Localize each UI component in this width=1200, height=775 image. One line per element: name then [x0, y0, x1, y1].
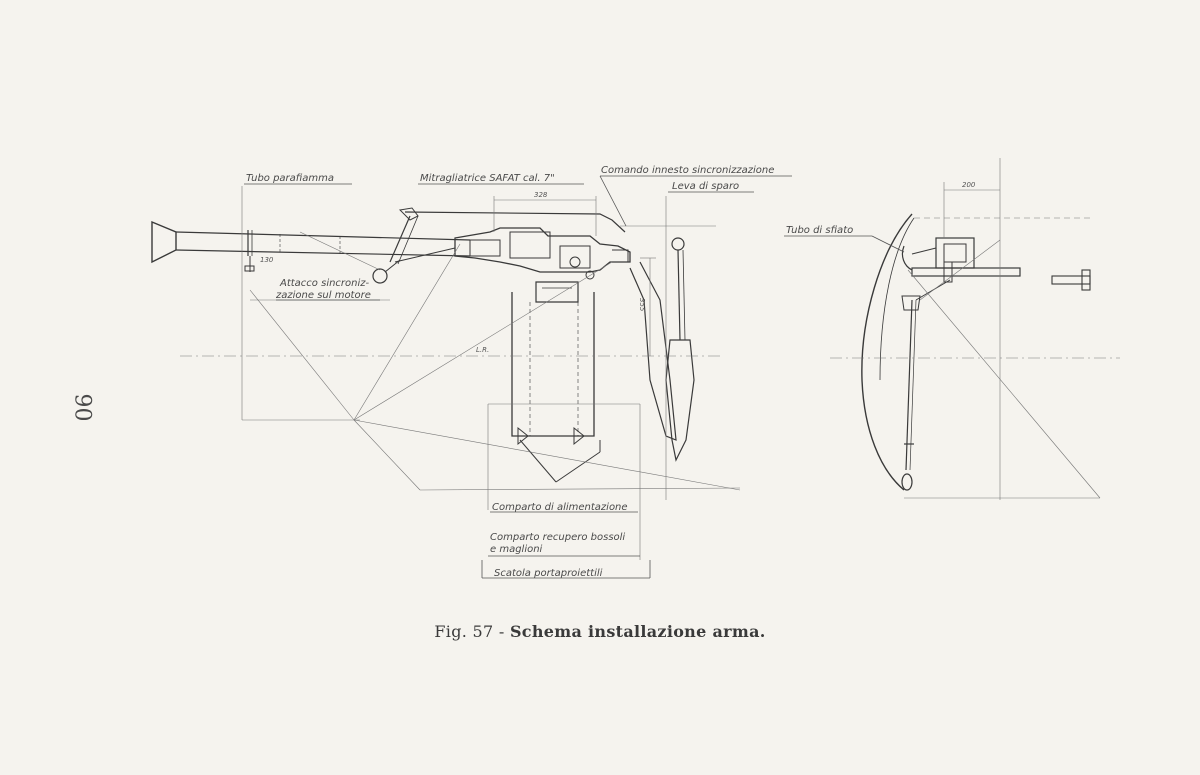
receiver-housing — [509, 231, 551, 259]
caption-prefix: Fig. 57 - — [434, 622, 510, 641]
construction-diag-1 — [249, 289, 355, 421]
front-rod-2 — [909, 299, 917, 471]
gun-front-mount — [943, 261, 953, 283]
feed-gear — [569, 256, 581, 268]
engine-attach-circle — [372, 268, 388, 284]
front-rod-end — [901, 473, 913, 491]
construction-diag-2 — [353, 243, 461, 421]
ammo-box — [511, 292, 595, 437]
lever-shaft — [677, 249, 681, 341]
gun-front-inner — [943, 243, 967, 263]
construction-diag-3 — [353, 419, 421, 491]
label-tubo-sfiato: Tubo di sfiato — [786, 225, 853, 236]
feed-mechanism — [559, 245, 591, 269]
dim-200: 200 — [962, 181, 976, 189]
sync-link — [389, 215, 411, 263]
front-rod — [905, 299, 913, 471]
label-tubo-parafiamma: Tubo parafiamma — [246, 173, 334, 184]
label-leva-sparo: Leva di sparo — [672, 181, 739, 192]
sync-rod — [404, 211, 626, 233]
side-gun-body — [1081, 269, 1091, 291]
vent-pipe — [901, 245, 913, 271]
leader-comando-diag — [599, 175, 627, 227]
engine-attach-rod — [384, 259, 401, 273]
dim-355: 355 — [638, 298, 646, 312]
construction-lines — [180, 186, 741, 560]
box-strut — [519, 439, 557, 483]
dim-130: 130 — [260, 256, 274, 264]
sync-link-2 — [397, 215, 419, 265]
lever-arm — [629, 261, 677, 441]
construction-base — [419, 487, 741, 491]
label-comando-innesto: Comando innesto sincronizzazione — [601, 165, 774, 176]
caption-title: Schema installazione arma. — [509, 622, 766, 641]
label-scatola: Scatola portaproiettili — [494, 568, 603, 579]
lever-knob — [671, 237, 685, 251]
lever-grip — [665, 339, 695, 462]
label-lr: L.R. — [476, 346, 489, 354]
front-rod-top — [901, 295, 921, 311]
clamp-foot — [244, 265, 255, 272]
dim-328: 328 — [534, 191, 548, 199]
label-attacco-1: Attacco sincroniz- — [279, 278, 370, 289]
front-diag-2 — [919, 239, 1001, 301]
feed-gear-2 — [585, 270, 595, 280]
construction-diag-4 — [353, 261, 613, 421]
front-construction-lines — [830, 158, 1120, 500]
page-number: 90 — [69, 393, 95, 422]
label-mitragliatrice: Mitragliatrice SAFAT cal. 7" — [420, 173, 555, 184]
construction-diag-5 — [353, 419, 741, 491]
front-view — [784, 158, 1120, 500]
box-latch-right — [573, 426, 585, 446]
receiver — [454, 227, 631, 273]
cowling-curve-inner — [879, 217, 915, 381]
gun-front-barrel — [911, 267, 1021, 277]
lever-shaft-2 — [682, 249, 686, 341]
label-comparto-alimentazione: Comparto di alimentazione — [492, 502, 628, 513]
sync-connector — [394, 247, 456, 263]
construction-diag-6 — [299, 231, 381, 271]
label-leaders — [244, 175, 792, 579]
rear-grip — [612, 249, 629, 263]
flash-hider — [151, 220, 177, 264]
vent-pipe-2 — [911, 247, 937, 255]
leader-tubo-sfiato-diag — [871, 235, 905, 253]
figure-caption: Fig. 57 - Schema installazione arma. — [0, 622, 1200, 641]
barrel — [175, 231, 471, 257]
side-gun-barrel — [1051, 275, 1091, 285]
box-strut-2 — [555, 451, 601, 483]
receiver-block — [469, 239, 501, 257]
label-comparto-recupero-2: e maglioni — [490, 544, 543, 555]
label-attacco-2: zazione sul motore — [275, 290, 371, 301]
side-view — [151, 175, 792, 579]
box-latch-left — [517, 426, 529, 446]
cowling-curve — [861, 213, 913, 491]
label-comparto-recupero-1: Comparto recupero bossoli — [490, 532, 625, 543]
front-diag — [907, 269, 1101, 499]
feed-chute — [535, 281, 579, 303]
